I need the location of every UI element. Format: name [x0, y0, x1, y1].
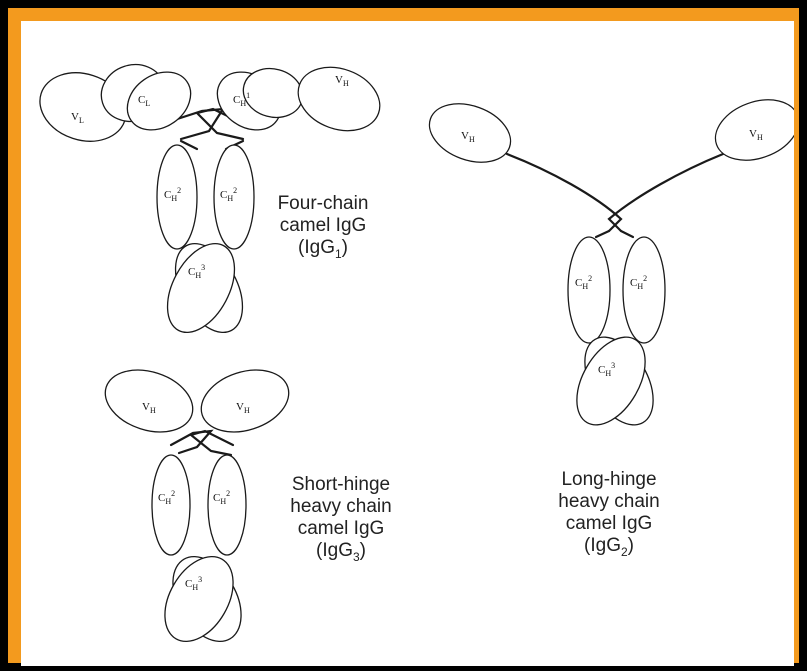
caption-igg3: Short-hinge heavy chain camel IgG (IgG3)	[266, 474, 416, 568]
igg2-antibody: VH VH CH2 CH2 CH3	[421, 89, 794, 437]
caption-igg1: Four-chain camel IgG (IgG1)	[243, 193, 403, 265]
diagram-panel: VL CL CH1 VH CH2 CH2 CH3 VH VH CH2	[21, 21, 794, 666]
caption-igg2-line1: Long-hinge	[534, 469, 684, 491]
antibody-diagram: VL CL CH1 VH CH2 CH2 CH3 VH VH CH2	[21, 21, 794, 666]
igg2-hinge-lower	[596, 231, 633, 237]
caption-igg2: Long-hinge heavy chain camel IgG (IgG2)	[534, 469, 684, 563]
caption-igg3-line2: heavy chain	[266, 496, 416, 518]
caption-igg3-line3: camel IgG	[266, 518, 416, 540]
caption-igg1-line1: Four-chain	[243, 193, 403, 215]
caption-igg2-line4: (IgG2)	[534, 535, 684, 563]
caption-igg2-line3: camel IgG	[534, 513, 684, 535]
igg2-hinge-left	[507, 154, 621, 231]
igg3-hinge-right	[191, 431, 233, 455]
caption-igg1-line3: (IgG1)	[243, 237, 403, 265]
ch2-domain-right-igg3	[208, 455, 246, 555]
caption-igg1-line2: camel IgG	[243, 215, 403, 237]
vh-domain-left-igg2	[421, 93, 518, 172]
caption-igg3-line4: (IgG3)	[266, 540, 416, 568]
caption-igg2-line2: heavy chain	[534, 491, 684, 513]
igg2-hinge-right	[609, 154, 723, 231]
ch2-domain-left-igg2	[568, 237, 610, 343]
vh-domain-right-igg3	[193, 360, 297, 443]
ch2-domain-right-igg2	[623, 237, 665, 343]
vh-domain-right	[289, 56, 388, 141]
caption-igg3-line1: Short-hinge	[266, 474, 416, 496]
